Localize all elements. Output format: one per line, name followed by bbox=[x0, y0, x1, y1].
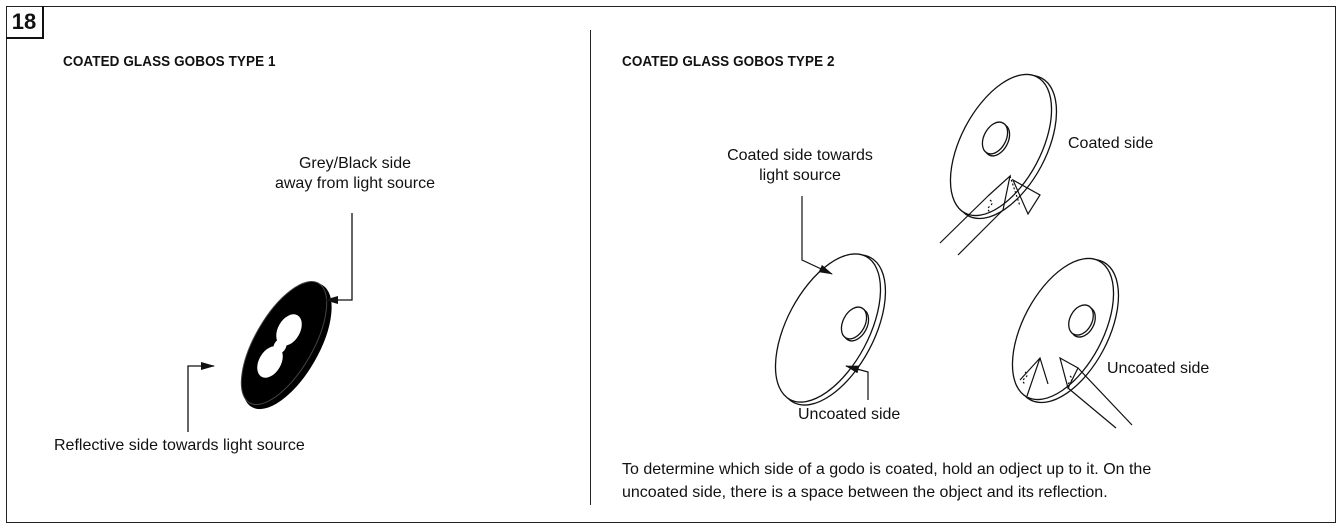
step-number: 18 bbox=[6, 6, 44, 39]
type2-bottom-right-pencil bbox=[1019, 356, 1133, 429]
type2-top-pencil bbox=[939, 174, 1041, 256]
type2-callout-uncoated-bottom bbox=[845, 365, 869, 400]
left-panel-title: COATED GLASS GOBOS TYPE 1 bbox=[63, 54, 276, 70]
type2-top-gobo bbox=[949, 73, 1058, 220]
label-coated-side: Coated side bbox=[1068, 135, 1154, 152]
label-coated-towards-line1: Coated side towards bbox=[727, 147, 873, 164]
label-grey-black-line1: Grey/Black side bbox=[298, 155, 412, 172]
label-grey-black-line2: away from light source bbox=[274, 175, 436, 192]
note-line-2: uncoated side, there is a space between … bbox=[622, 484, 1108, 501]
type1-gobo-hole bbox=[257, 314, 302, 378]
label-coated-towards-line2: light source bbox=[759, 167, 841, 184]
figure-frame bbox=[6, 6, 1336, 523]
label-reflective-side: Reflective side towards light source bbox=[54, 437, 305, 454]
type2-callout-coated-towards bbox=[801, 196, 833, 275]
type2-bottom-left-gobo bbox=[774, 253, 887, 406]
label-uncoated-side-right: Uncoated side bbox=[1107, 360, 1210, 377]
panel-divider bbox=[590, 30, 591, 505]
type1-callout-top bbox=[324, 213, 353, 304]
label-uncoated-side-bottom: Uncoated side bbox=[798, 406, 901, 423]
note-line-1: To determine which side of a godo is coa… bbox=[622, 461, 1152, 478]
type1-callout-bottom bbox=[187, 362, 215, 432]
type2-bottom-right-gobo bbox=[1011, 257, 1120, 404]
type1-gobo-disc bbox=[240, 281, 332, 410]
right-panel-title: COATED GLASS GOBOS TYPE 2 bbox=[622, 54, 835, 70]
